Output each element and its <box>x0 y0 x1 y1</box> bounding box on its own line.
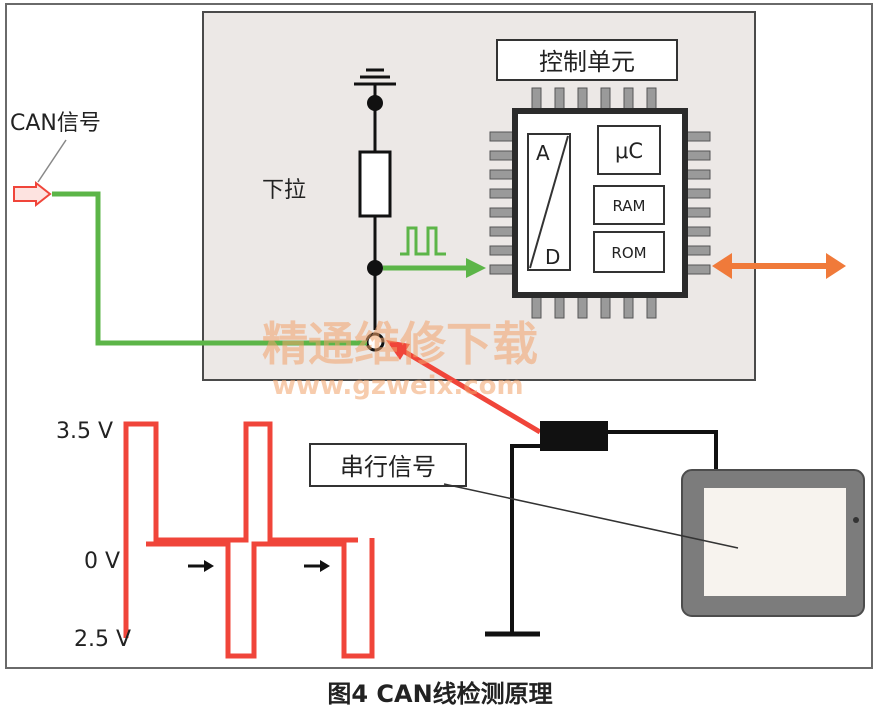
serial-leader <box>443 483 739 549</box>
can-green-wire <box>52 191 367 346</box>
time-arrows <box>188 560 330 572</box>
tester-button <box>853 517 859 523</box>
tester-screen <box>704 488 846 596</box>
can-label-leader <box>37 139 67 183</box>
bus-arrow-right <box>826 253 846 279</box>
node-mid <box>367 260 383 276</box>
waveform-upper <box>123 421 358 638</box>
ram-label: RAM <box>612 197 645 215</box>
control-unit-label: 控制单元 <box>539 48 635 76</box>
rom-label: ROM <box>611 244 646 262</box>
probe-red-line <box>398 346 542 435</box>
uc-block <box>597 125 661 175</box>
adc-diagonal <box>529 135 569 269</box>
serial-signal-label: 串行信号 <box>340 453 436 481</box>
control-unit-label-box <box>496 39 678 81</box>
node-top <box>367 95 383 111</box>
pulldown-resistor <box>358 150 392 218</box>
level-zero-label: 0 V <box>84 549 120 574</box>
probe-arrow-head <box>386 340 410 360</box>
probe-ground-wire <box>510 444 540 634</box>
probe-connector <box>540 421 608 451</box>
watermark-cn: 精通维修下载 <box>262 317 538 371</box>
watermark-url: www.gzweix.com <box>272 371 524 401</box>
square-wave-icon <box>400 226 446 256</box>
can-signal-label: CAN信号 <box>10 111 101 136</box>
level-low-label: 2.5 V <box>74 627 131 652</box>
waveform-lower <box>146 538 375 659</box>
adc-d-label: D <box>545 245 560 269</box>
uc-label: μC <box>615 139 643 163</box>
figure-caption: 图4 CAN线检测原理 <box>327 680 552 708</box>
adc-a-label: A <box>536 141 550 165</box>
serial-signal-box <box>309 443 467 487</box>
pulldown-label: 下拉 <box>262 178 306 203</box>
ram-block <box>593 185 665 225</box>
probe-cable-right <box>608 430 718 478</box>
level-high-label: 3.5 V <box>56 419 113 444</box>
can-input-arrow <box>13 180 52 208</box>
green-arrow-head <box>466 258 486 278</box>
bus-arrow-left <box>712 253 732 279</box>
rom-block <box>593 231 665 273</box>
